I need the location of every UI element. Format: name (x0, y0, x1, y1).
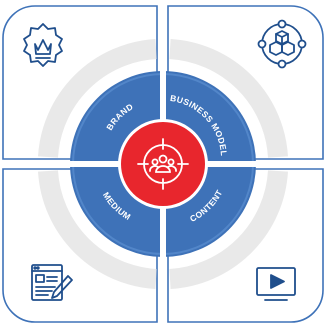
crown-badge-icon (23, 23, 63, 67)
document-pen-icon (31, 264, 73, 301)
video-play-icon (256, 267, 296, 301)
network-cubes-icon (257, 19, 307, 69)
target-audience-icon (137, 138, 189, 190)
gray-band (38, 39, 288, 289)
